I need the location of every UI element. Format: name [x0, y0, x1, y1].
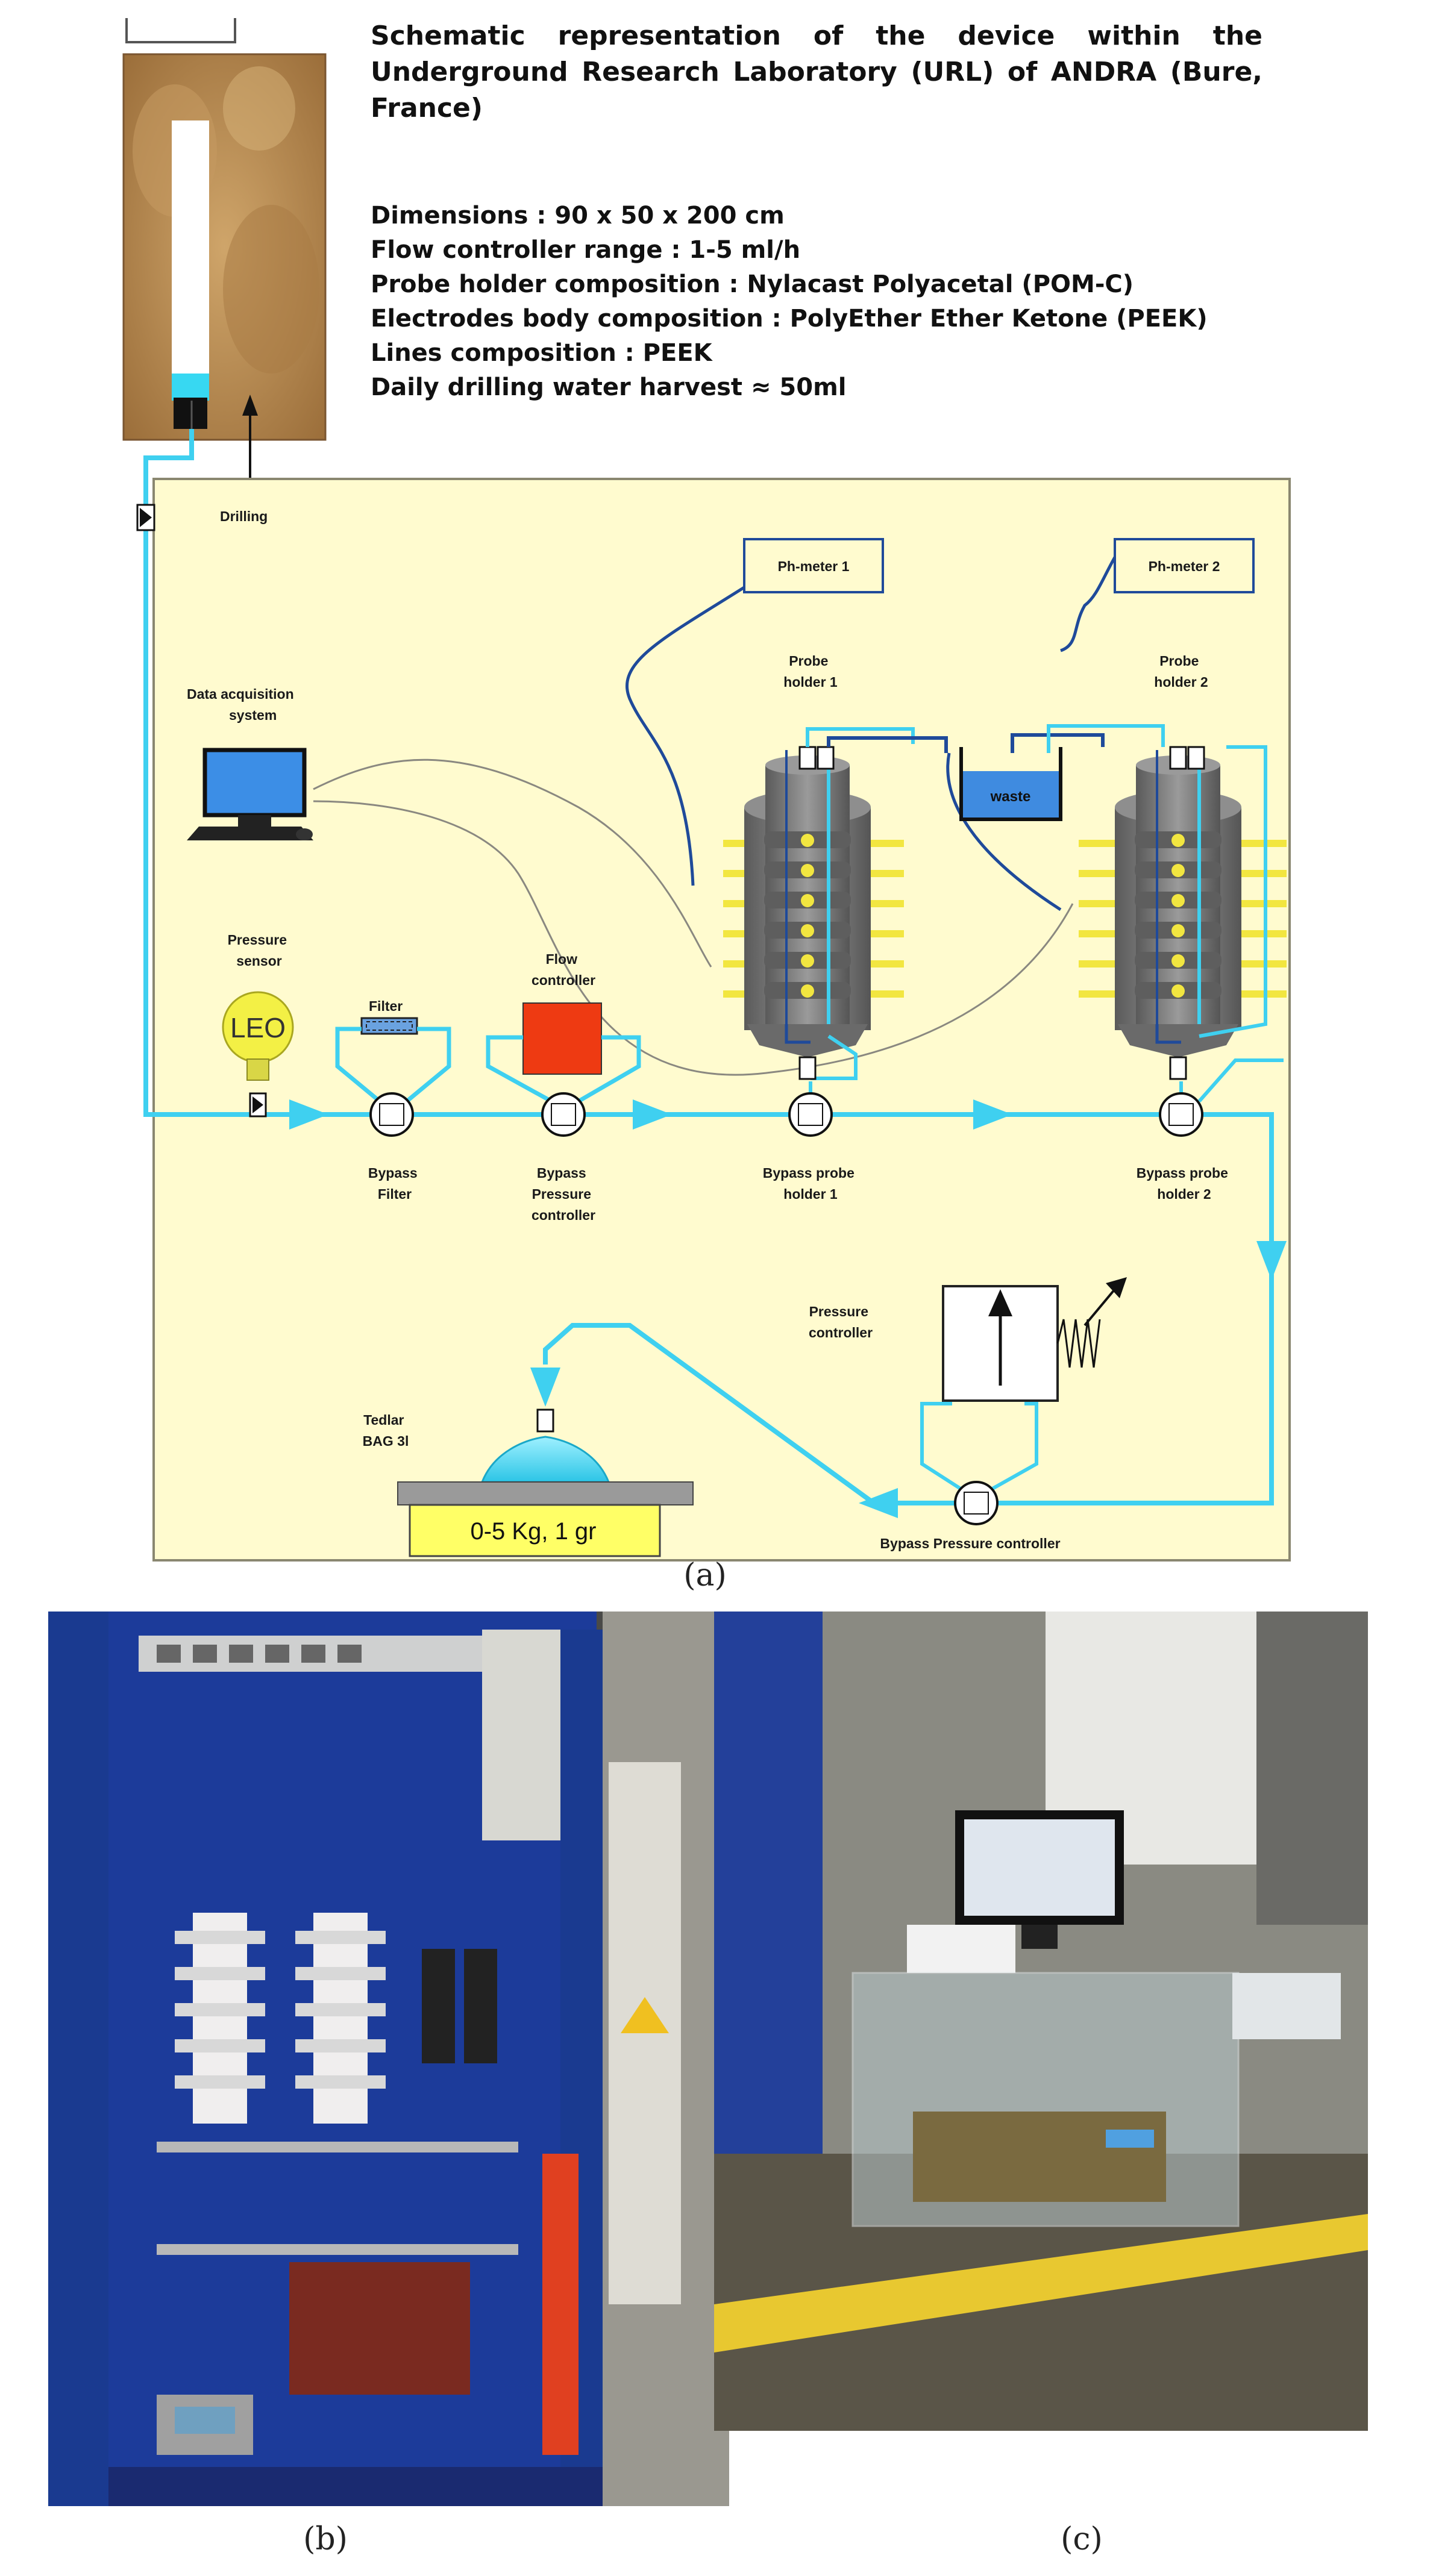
- balance-icon: 0-5 Kg, 1 gr: [397, 1481, 694, 1557]
- spec-electrodes: Electrodes body composition : PolyEther …: [371, 305, 1208, 333]
- tedlar-bag-label: Tedlar BAG 3l: [363, 1412, 409, 1449]
- rock-block: [122, 18, 327, 482]
- flow-arrows: [289, 1099, 1287, 1518]
- ph-meter-1-label: Ph-meter 1: [778, 558, 850, 574]
- flow-controller-label: Flow controller: [532, 951, 595, 988]
- balance-label: 0-5 Kg, 1 gr: [470, 1518, 596, 1545]
- flow-controller-icon: [522, 1002, 602, 1075]
- photo-cabinet: [48, 1612, 729, 2506]
- probe-holder-2-label: Probe holder 2: [1154, 653, 1208, 690]
- pressure-controller-icon: [942, 1277, 1127, 1402]
- drilling-label: Drilling: [220, 508, 268, 524]
- bypass-flow-valve-icon: [541, 1092, 586, 1137]
- pressure-sensor-label: Pressure sensor: [228, 932, 291, 969]
- bypass-pressure-controller-bottom-label: Bypass Pressure controller: [880, 1536, 1060, 1551]
- caption-c: (c): [1061, 2521, 1103, 2557]
- bypass-pressure-valve-icon: [954, 1481, 999, 1525]
- bypass-filter-valve-icon: [369, 1092, 414, 1137]
- pressure-sensor-icon: LEO: [222, 991, 294, 1118]
- page-title: Schematic representation of the device w…: [371, 20, 1262, 123]
- waste-container-icon: waste: [959, 747, 1062, 821]
- bypass-pressure-controller-label: Bypass Pressure controller: [532, 1165, 595, 1223]
- data-acquisition-label: Data acquisition system: [187, 686, 298, 723]
- drilling-valve-icon: [136, 504, 155, 531]
- ph-meter-2-box: [1114, 538, 1255, 593]
- spec-lines: Lines composition : PEEK: [371, 339, 712, 367]
- filter-icon: [360, 1017, 418, 1035]
- bypass-probe-holder-2-label: Bypass probe holder 2: [1137, 1165, 1232, 1202]
- caption-a: (a): [683, 1557, 727, 1593]
- flow-line: [143, 429, 1274, 1505]
- pressure-controller-label: Pressure controller: [809, 1304, 873, 1340]
- probe-holder-2: [1079, 745, 1287, 1080]
- schematic-diagram: Drilling Data acquisition system LEO Pre…: [122, 18, 1291, 1562]
- computer-icon: [187, 748, 313, 840]
- waste-label: waste: [990, 789, 1031, 805]
- device-panel: [152, 478, 1291, 1562]
- spec-dimensions: Dimensions : 90 x 50 x 200 cm: [371, 202, 785, 230]
- photo-computer-station: [714, 1612, 1368, 2431]
- electrode-cables: [625, 556, 1117, 911]
- probe-holder-1-label: Probe holder 1: [783, 653, 838, 690]
- tedlar-bag-icon: [480, 1408, 610, 1483]
- bypass-probe-holder-1-valve-icon: [788, 1092, 833, 1137]
- filter-label: Filter: [369, 998, 403, 1014]
- bypass-probe-holder-2-valve-icon: [1159, 1092, 1203, 1137]
- bypass-probe-holder-1-label: Bypass probe holder 1: [763, 1165, 859, 1202]
- bypass-filter-label: Bypass Filter: [368, 1165, 421, 1202]
- spec-water-harvest: Daily drilling water harvest ≈ 50ml: [371, 374, 847, 401]
- leo-label: LEO: [230, 1012, 286, 1043]
- caption-b: (b): [303, 2521, 348, 2557]
- data-cables: [313, 758, 1074, 1076]
- ph-meter-2-label: Ph-meter 2: [1149, 558, 1220, 574]
- spec-probe-holder: Probe holder composition : Nylacast Poly…: [371, 270, 1134, 298]
- probe-holder-1: [723, 746, 904, 1080]
- ph-meter-1-box: [743, 538, 884, 593]
- spec-flow-range: Flow controller range : 1-5 ml/h: [371, 236, 801, 264]
- specifications-list: Dimensions : 90 x 50 x 200 cm Flow contr…: [371, 199, 1275, 405]
